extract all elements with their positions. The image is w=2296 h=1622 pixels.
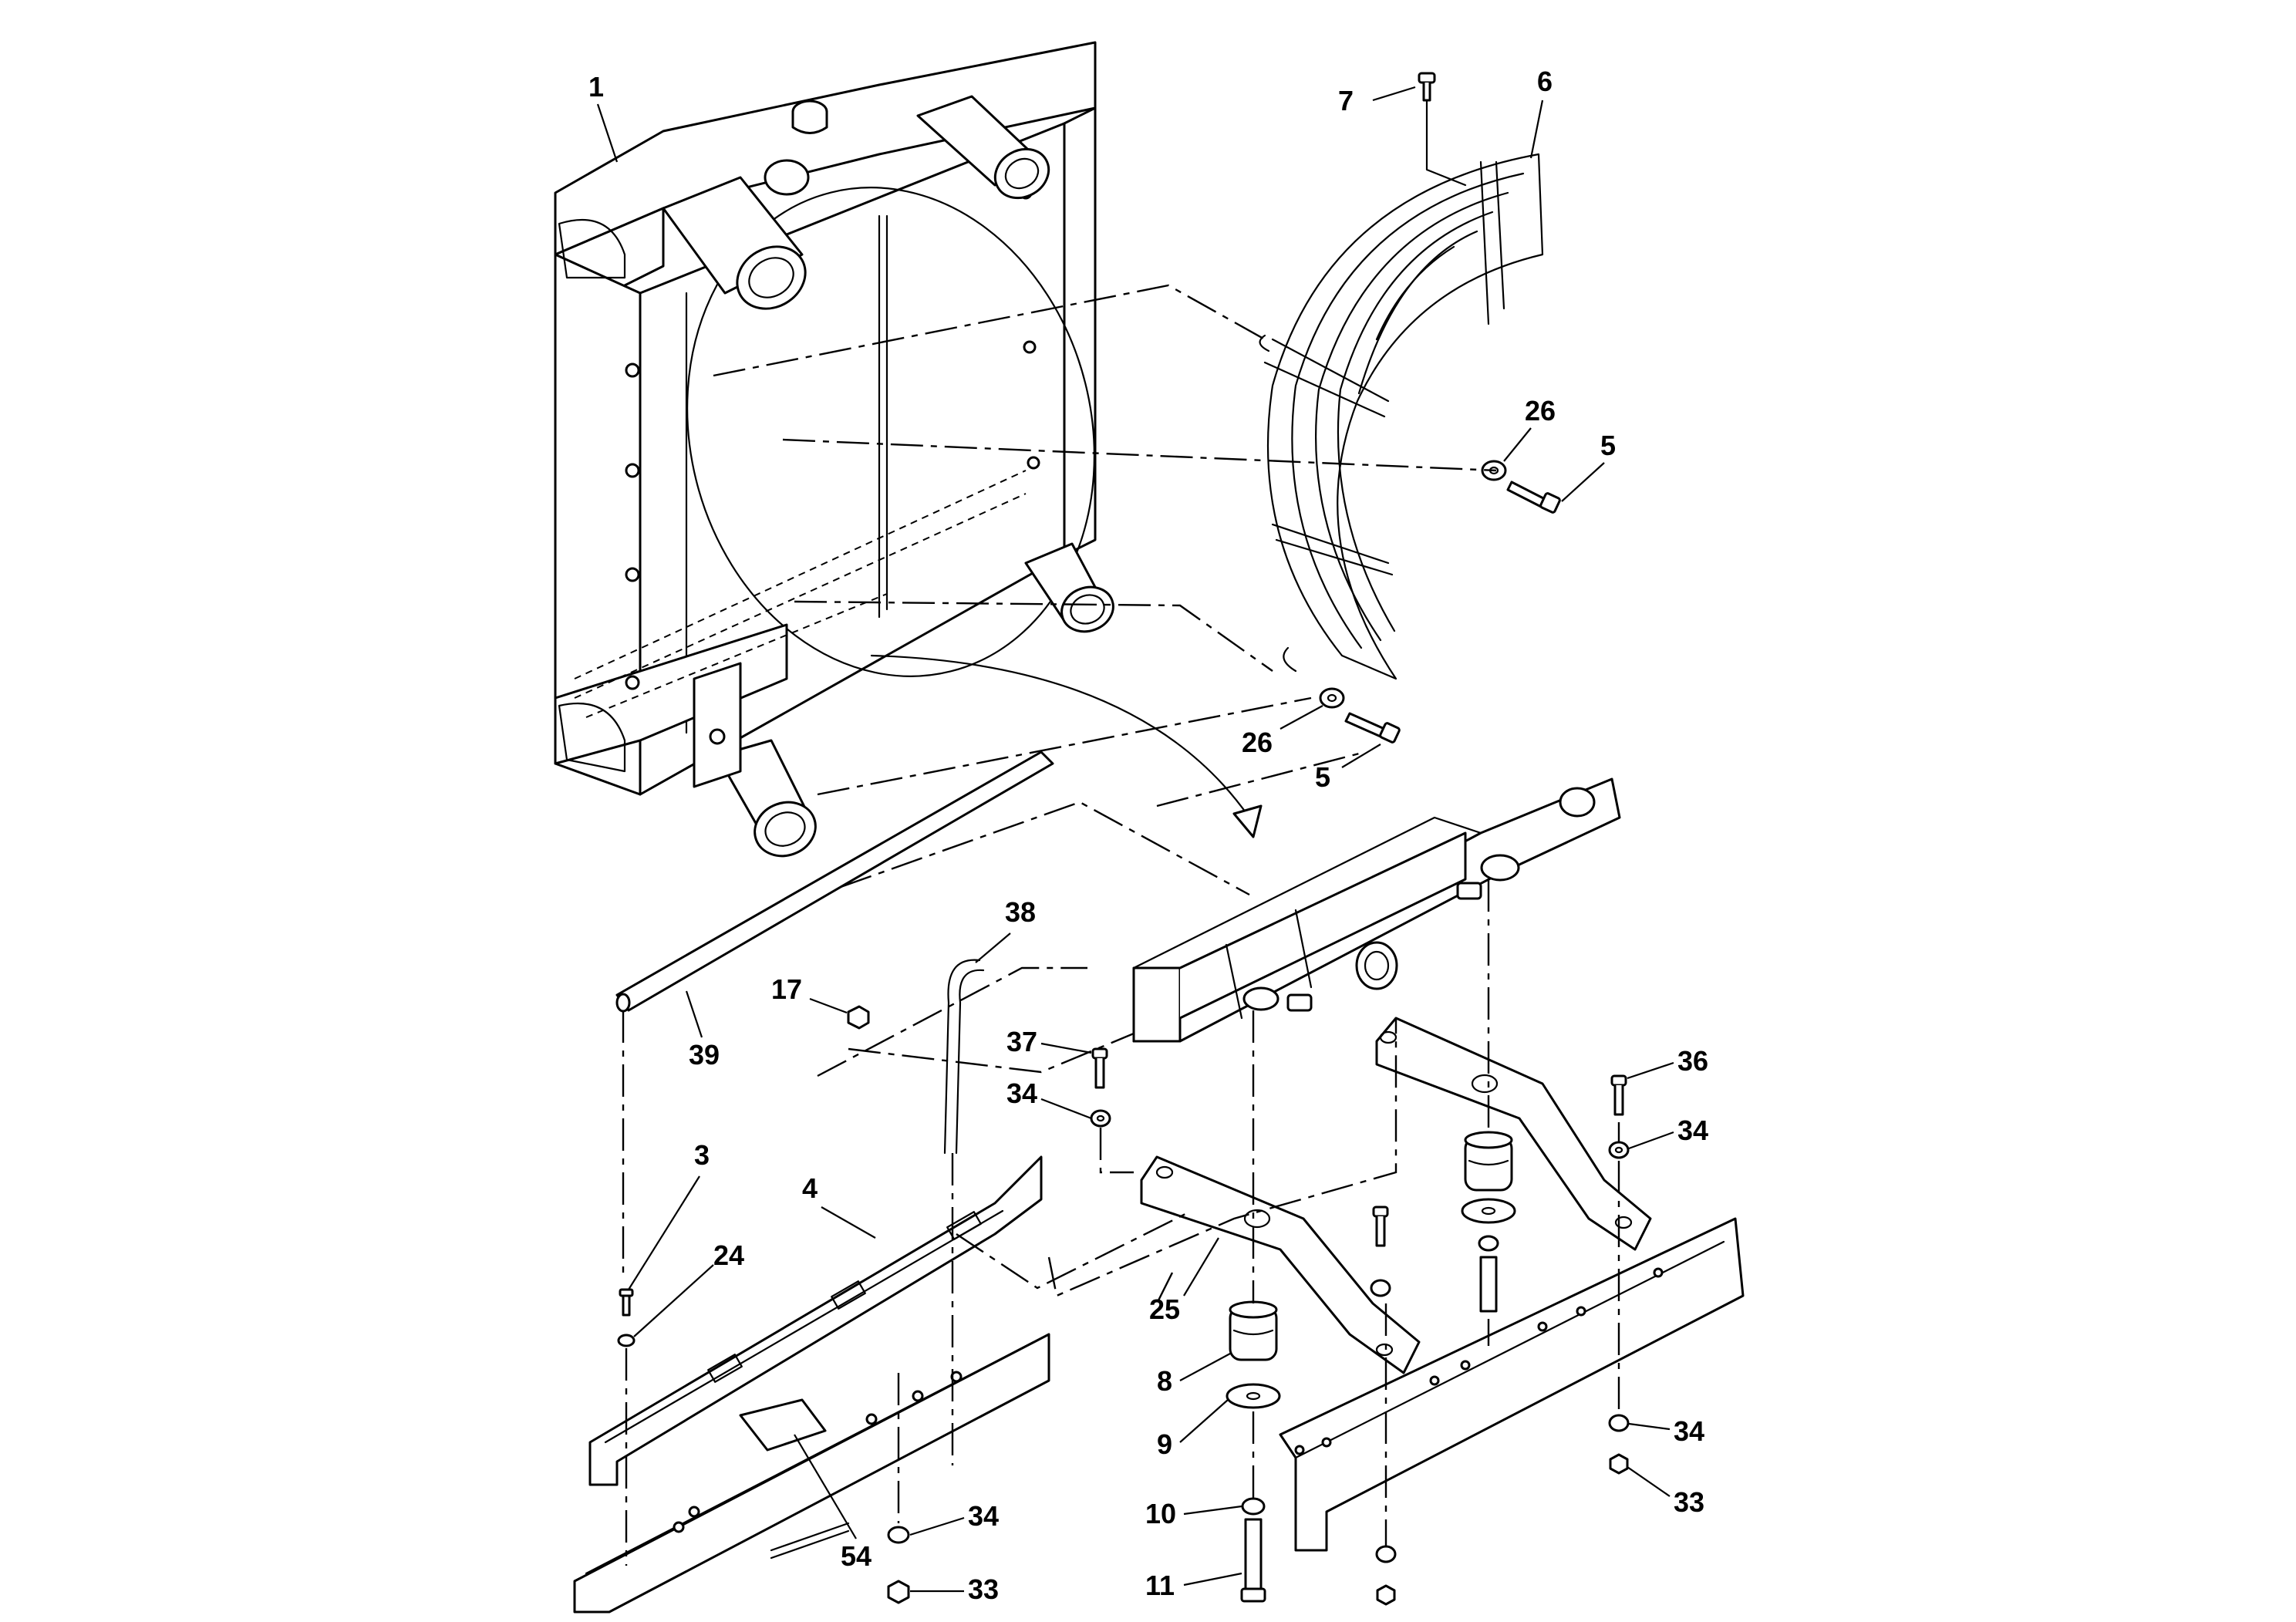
mount-bracket-rear [1375, 1017, 1652, 1251]
nut-33-bottom-left [887, 1580, 910, 1604]
radiator-assembly [554, 41, 1263, 858]
callout-6: 6 [1529, 66, 1553, 159]
washer-24 [617, 1334, 636, 1347]
washer-9 [1226, 1383, 1281, 1409]
bolt-5-lower [1344, 712, 1401, 744]
svg-text:24: 24 [713, 1239, 744, 1271]
svg-text:9: 9 [1157, 1428, 1172, 1460]
washer-26-lower [1319, 687, 1345, 709]
washer-34-right-lower [1608, 1414, 1630, 1432]
svg-text:38: 38 [1005, 896, 1036, 928]
svg-text:26: 26 [1525, 395, 1556, 427]
callout-34-left: 34 [1006, 1077, 1092, 1120]
screw-3 [619, 1288, 634, 1317]
frame-rail-right [1279, 1217, 1745, 1552]
rubber-mount-rear [1464, 1131, 1513, 1192]
svg-text:7: 7 [1338, 85, 1354, 116]
svg-text:26: 26 [1242, 727, 1273, 758]
bolt-37 [1091, 1047, 1108, 1089]
svg-text:37: 37 [1006, 1026, 1037, 1057]
washer-34-left [1090, 1109, 1111, 1128]
callout-33-bottom-left: 33 [910, 1573, 999, 1605]
bolt-11 [1240, 1518, 1266, 1603]
callout-37: 37 [1006, 1026, 1092, 1057]
callout-7: 7 [1338, 85, 1416, 116]
svg-text:33: 33 [1674, 1486, 1704, 1518]
nut-lower-center [1375, 1545, 1397, 1606]
callout-36: 36 [1627, 1045, 1708, 1080]
callout-4: 4 [802, 1172, 876, 1239]
svg-text:34: 34 [1677, 1114, 1708, 1146]
svg-text:34: 34 [1674, 1415, 1704, 1447]
svg-text:5: 5 [1315, 761, 1330, 793]
bolt-rear-mount [1478, 1235, 1499, 1313]
lower-bracket-assembly [1132, 777, 1621, 1043]
svg-text:5: 5 [1600, 430, 1616, 461]
washer-34-bottom-left [887, 1526, 910, 1544]
callout-10: 10 [1145, 1498, 1242, 1529]
svg-text:54: 54 [841, 1540, 872, 1572]
callout-11: 11 [1145, 1570, 1242, 1601]
callout-5-upper: 5 [1561, 430, 1616, 502]
callout-34-bottom-left: 34 [909, 1500, 999, 1536]
bolt-center [1370, 1206, 1391, 1297]
washer-10 [1241, 1497, 1266, 1516]
fastener-7 [1418, 72, 1436, 102]
bracket-54 [739, 1398, 850, 1560]
bolt-36 [1610, 1074, 1627, 1116]
hose-38 [943, 959, 985, 1155]
fan-guard [1259, 83, 1544, 680]
svg-text:34: 34 [968, 1500, 999, 1532]
mount-bracket-25 [1140, 1155, 1421, 1374]
nut-33-right [1609, 1453, 1629, 1475]
callout-8: 8 [1157, 1353, 1231, 1397]
nut-17 [847, 1005, 870, 1030]
callout-25: 25 [1149, 1237, 1219, 1325]
callout-24: 24 [633, 1239, 744, 1337]
callout-9: 9 [1157, 1399, 1229, 1460]
callout-26-lower: 26 [1242, 705, 1323, 758]
bolt-5-upper [1506, 481, 1561, 514]
callout-3: 3 [628, 1139, 710, 1290]
svg-text:3: 3 [694, 1139, 710, 1171]
callout-34-right-lower: 34 [1628, 1415, 1704, 1447]
callout-26-upper: 26 [1503, 395, 1556, 462]
callout-34-right-upper: 34 [1628, 1114, 1708, 1150]
callout-33-right: 33 [1627, 1466, 1704, 1518]
callout-1: 1 [588, 71, 619, 163]
svg-text:10: 10 [1145, 1498, 1176, 1529]
callout-17: 17 [771, 973, 848, 1014]
frame-rail-left [573, 1333, 1050, 1614]
svg-text:33: 33 [968, 1573, 999, 1605]
svg-text:1: 1 [588, 71, 604, 103]
washer-34-right-upper [1608, 1141, 1630, 1159]
svg-text:4: 4 [802, 1172, 818, 1204]
callout-38: 38 [975, 896, 1036, 963]
rubber-mount-8 [1229, 1300, 1278, 1361]
svg-text:34: 34 [1006, 1077, 1037, 1109]
svg-text:11: 11 [1145, 1570, 1175, 1601]
svg-text:6: 6 [1537, 66, 1553, 97]
callout-5-lower: 5 [1315, 744, 1381, 793]
bracket-4 [588, 1155, 1043, 1486]
svg-text:36: 36 [1677, 1045, 1708, 1077]
svg-text:39: 39 [689, 1039, 720, 1071]
svg-text:25: 25 [1149, 1293, 1180, 1325]
callout-39: 39 [685, 990, 720, 1071]
svg-text:8: 8 [1157, 1365, 1172, 1397]
svg-text:17: 17 [771, 973, 802, 1005]
washer-rear [1461, 1198, 1516, 1224]
callout-54: 54 [794, 1434, 872, 1572]
